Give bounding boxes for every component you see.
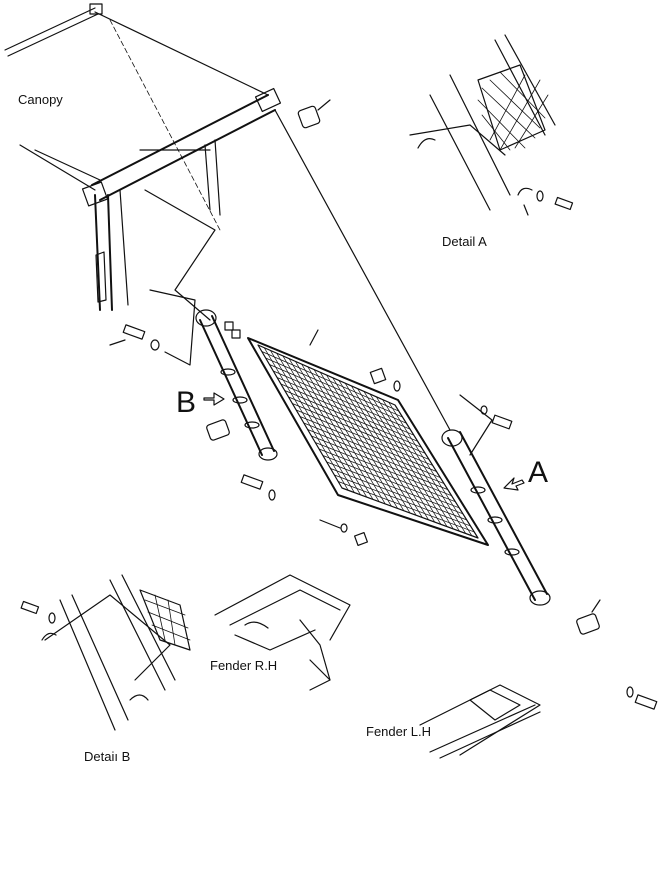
mesh-guard-panel — [247, 329, 489, 546]
mesh-line — [338, 380, 423, 518]
mesh-line — [376, 396, 460, 532]
mesh-line — [299, 416, 437, 472]
mesh-line — [369, 393, 454, 530]
mesh-line — [322, 455, 460, 509]
detail-b-inset — [20, 574, 191, 731]
label-fender-lh: Fender L.H — [366, 724, 431, 739]
label-detail-b: Detaiı B — [84, 749, 130, 764]
callout-a-label: A — [528, 456, 548, 489]
mesh-line — [357, 388, 442, 525]
mesh-line — [334, 474, 471, 527]
label-fender-rh: Fender R.H — [210, 658, 277, 673]
label-canopy: Canopy — [18, 92, 63, 107]
arrow-right-icon — [203, 392, 225, 406]
mesh-line — [351, 385, 436, 523]
fender-lh — [419, 684, 541, 759]
canopy-frame — [4, 3, 451, 431]
mesh-line — [315, 442, 452, 497]
detail-a-inset — [409, 34, 574, 216]
fasteners — [109, 324, 658, 710]
arrow-left-icon — [503, 477, 525, 491]
mesh-line — [303, 422, 441, 478]
right-guard-tube — [441, 394, 601, 635]
mesh-line — [338, 481, 475, 533]
mesh-line — [382, 399, 466, 534]
mesh-line — [330, 468, 467, 521]
mesh-line — [344, 382, 429, 521]
callout-b-label: B — [176, 386, 196, 419]
mesh-line — [326, 461, 464, 515]
mesh-line — [318, 448, 456, 503]
label-detail-a: Detail A — [442, 234, 487, 249]
mesh-line — [307, 429, 445, 484]
mesh-line — [363, 391, 448, 527]
fender-rh — [214, 574, 351, 691]
mesh-line — [311, 435, 448, 490]
mesh-line — [332, 377, 417, 516]
mesh-line — [388, 402, 473, 536]
left-guard-tube — [195, 309, 278, 461]
